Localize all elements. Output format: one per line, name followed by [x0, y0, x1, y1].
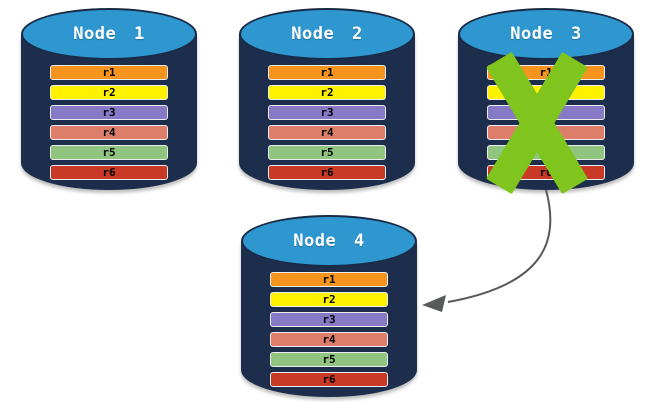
replication-arrowhead-icon: [422, 295, 446, 312]
node-2-cylinder-top: Node 2: [239, 8, 415, 60]
record-bar-r4: r4: [270, 332, 388, 347]
record-bar-r6: r6: [268, 165, 386, 180]
node-3: Node 3 r1 r2 r3 r4 r5 r6: [458, 8, 634, 195]
record-bar-r6: r6: [50, 165, 168, 180]
node-4-records: r1 r2 r3 r4 r5 r6: [270, 272, 388, 392]
node-4: Node 4 r1 r2 r3 r4 r5 r6: [241, 215, 417, 397]
record-bar-r6: r6: [270, 372, 388, 387]
node-1-title: Node 1: [73, 24, 145, 44]
record-bar-r1: r1: [268, 65, 386, 80]
record-bar-r4: r4: [50, 125, 168, 140]
node-4-title: Node 4: [293, 231, 365, 251]
record-bar-r2: r2: [270, 292, 388, 307]
node-1-cylinder-top: Node 1: [21, 8, 197, 60]
replication-arrow-line: [447, 189, 552, 303]
node-3-title: Node 3: [510, 24, 582, 44]
record-bar-r1: r1: [270, 272, 388, 287]
node-3-cylinder-top: Node 3: [458, 8, 634, 60]
node-2-title: Node 2: [291, 24, 363, 44]
record-bar-r3: r3: [268, 105, 386, 120]
node-1: Node 1 r1 r2 r3 r4 r5 r6: [21, 8, 197, 190]
record-bar-r2: r2: [268, 85, 386, 100]
node-1-records: r1 r2 r3 r4 r5 r6: [50, 65, 168, 185]
record-bar-r3: r3: [50, 105, 168, 120]
record-bar-r4: r4: [268, 125, 386, 140]
record-bar-r3: r3: [270, 312, 388, 327]
node-2: Node 2 r1 r2 r3 r4 r5 r6: [239, 8, 415, 190]
x-mark-icon: [485, 51, 589, 195]
node-4-cylinder-top: Node 4: [241, 215, 417, 267]
record-bar-r5: r5: [50, 145, 168, 160]
record-bar-r2: r2: [50, 85, 168, 100]
record-bar-r5: r5: [268, 145, 386, 160]
node-2-records: r1 r2 r3 r4 r5 r6: [268, 65, 386, 185]
record-bar-r1: r1: [50, 65, 168, 80]
record-bar-r5: r5: [270, 352, 388, 367]
